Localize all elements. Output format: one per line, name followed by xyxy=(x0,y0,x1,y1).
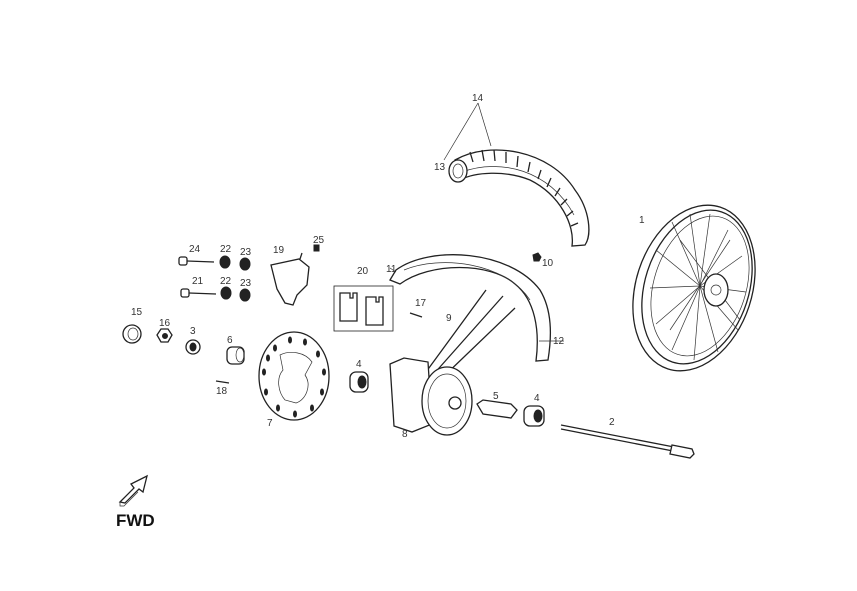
callout-20: 20 xyxy=(357,266,369,277)
fwd-label: FWD xyxy=(116,511,155,530)
callout-5: 5 xyxy=(493,391,499,402)
hub-illustration xyxy=(389,357,473,436)
callout-4a: 4 xyxy=(356,359,362,370)
callout-14: 14 xyxy=(472,93,484,104)
callout-24: 24 xyxy=(189,244,201,255)
rim-illustration xyxy=(389,254,552,362)
pin-illustration xyxy=(409,312,423,318)
leader-lines xyxy=(389,267,564,342)
valve-cap-illustration xyxy=(532,252,542,262)
callout-1: 1 xyxy=(639,215,645,226)
callout-9: 9 xyxy=(446,313,452,324)
tyre-illustration xyxy=(443,102,590,247)
spokes-illustration xyxy=(425,289,516,381)
bearings-axle-illustration xyxy=(349,371,695,459)
callout-11: 11 xyxy=(386,264,397,275)
wheel-illustration xyxy=(632,204,756,372)
callout-22b: 22 xyxy=(220,276,232,287)
callout-19: 19 xyxy=(273,245,285,256)
callout-8: 8 xyxy=(402,429,408,440)
callout-16: 16 xyxy=(159,318,171,329)
callout-13: 13 xyxy=(434,162,446,173)
axle-small-parts-illustration xyxy=(122,324,245,384)
arrow-up-right-icon xyxy=(118,474,148,507)
callout-2: 2 xyxy=(609,417,615,428)
callout-3: 3 xyxy=(190,326,196,337)
callout-21: 21 xyxy=(192,276,204,287)
callout-25: 25 xyxy=(313,235,325,246)
callout-12: 12 xyxy=(553,336,565,347)
callout-22a: 22 xyxy=(220,244,232,255)
caliper-illustration xyxy=(270,258,310,306)
callout-6: 6 xyxy=(227,335,233,346)
callout-10: 10 xyxy=(542,258,554,269)
callout-18: 18 xyxy=(216,386,228,397)
caliper-bolts-illustration xyxy=(178,255,251,302)
callout-17: 17 xyxy=(415,298,427,309)
callout-23b: 23 xyxy=(240,278,252,289)
callout-4b: 4 xyxy=(534,393,540,404)
callout-23a: 23 xyxy=(240,247,252,258)
bleed-screw-illustration xyxy=(313,244,320,252)
brake-disc-illustration xyxy=(258,331,330,421)
brake-pads-illustration xyxy=(333,285,394,332)
callout-7: 7 xyxy=(267,418,273,429)
callout-15: 15 xyxy=(131,307,143,318)
